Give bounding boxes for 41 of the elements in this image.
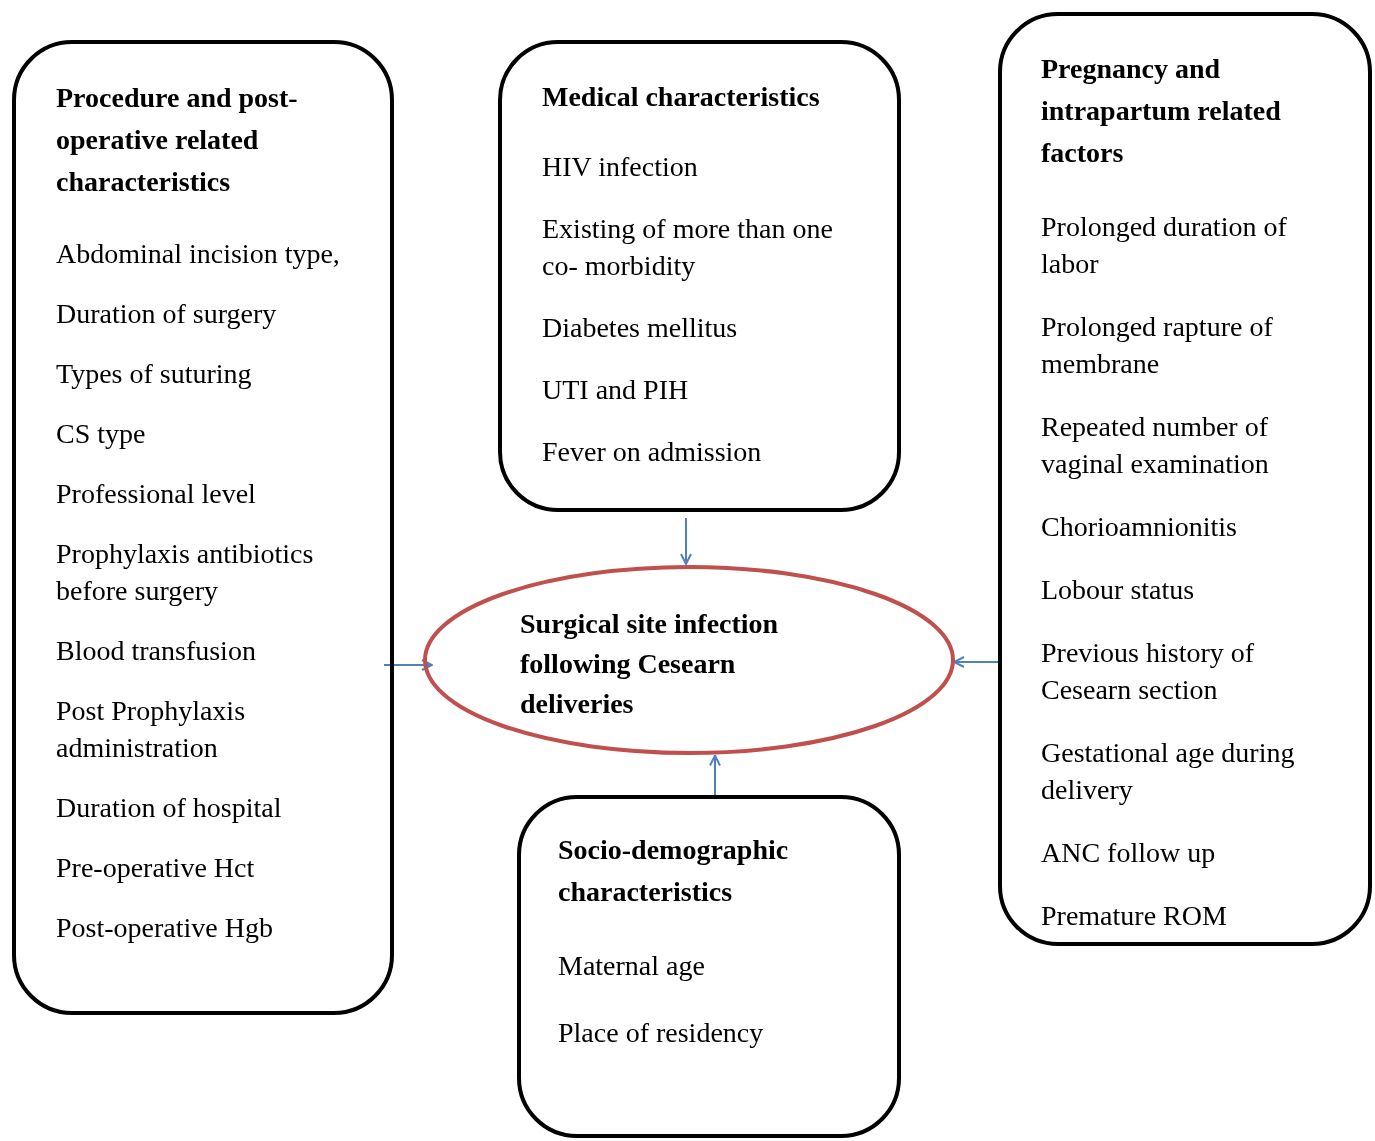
factor-text: Premature ROM — [1041, 899, 1228, 933]
heading: Procedure and post-operative related characteristics — [56, 81, 299, 199]
factor-box — [998, 12, 1372, 946]
outcome-ellipse — [422, 564, 956, 756]
factor-text: Duration of hospital — [56, 791, 283, 825]
factor-text: Post Prophylaxis administration — [56, 694, 247, 765]
arrow — [709, 754, 721, 796]
arrow — [953, 656, 999, 668]
factor-box — [12, 40, 394, 1015]
factor-text: Previous history of Cesearn section — [1041, 636, 1256, 707]
heading: Pregnancy and intrapartum related factors — [1041, 52, 1282, 170]
factor-text: Blood transfusion — [56, 634, 257, 668]
factor-text: Duration of surgery — [56, 297, 278, 331]
factor-text: Repeated number of vaginal examination — [1041, 410, 1270, 481]
heading: Socio-demographic characteristics — [558, 833, 790, 909]
factor-text: Lobour status — [1041, 573, 1196, 607]
factor-text: Prolonged rapture of membrane — [1041, 310, 1274, 381]
factor-text: Diabetes mellitus — [542, 311, 739, 345]
factor-text: Abdominal incision type, — [56, 237, 341, 271]
factor-text: HIV infection — [542, 150, 699, 184]
factor-text: Gestational age during delivery — [1041, 736, 1296, 807]
factor-text: Existing of more than one co- morbidity — [542, 212, 834, 283]
factor-text: Chorioamnionitis — [1041, 510, 1238, 544]
factor-text: Prophylaxis antibiotics before surgery — [56, 537, 315, 608]
factor-text: Place of residency — [558, 1016, 765, 1050]
factor-text: Fever on admission — [542, 435, 763, 469]
factor-text: CS type — [56, 417, 147, 451]
factor-text: Post-operative Hgb — [56, 911, 274, 945]
factor-text: Prolonged duration of labor — [1041, 210, 1288, 281]
factor-text: Types of suturing — [56, 357, 253, 391]
factor-text: Maternal age — [558, 949, 706, 983]
factor-text: UTI and PIH — [542, 373, 690, 407]
heading: Surgical site infection following Cesearn deliveries — [520, 607, 780, 721]
factor-text: Pre-operative Hct — [56, 851, 256, 885]
factor-box — [517, 795, 901, 1138]
heading: Medical characteristics — [542, 80, 821, 114]
factor-text: ANC follow up — [1041, 836, 1217, 870]
factor-text: Professional level — [56, 477, 257, 511]
arrow — [383, 659, 433, 671]
arrow — [680, 517, 692, 565]
factor-box — [498, 40, 901, 512]
